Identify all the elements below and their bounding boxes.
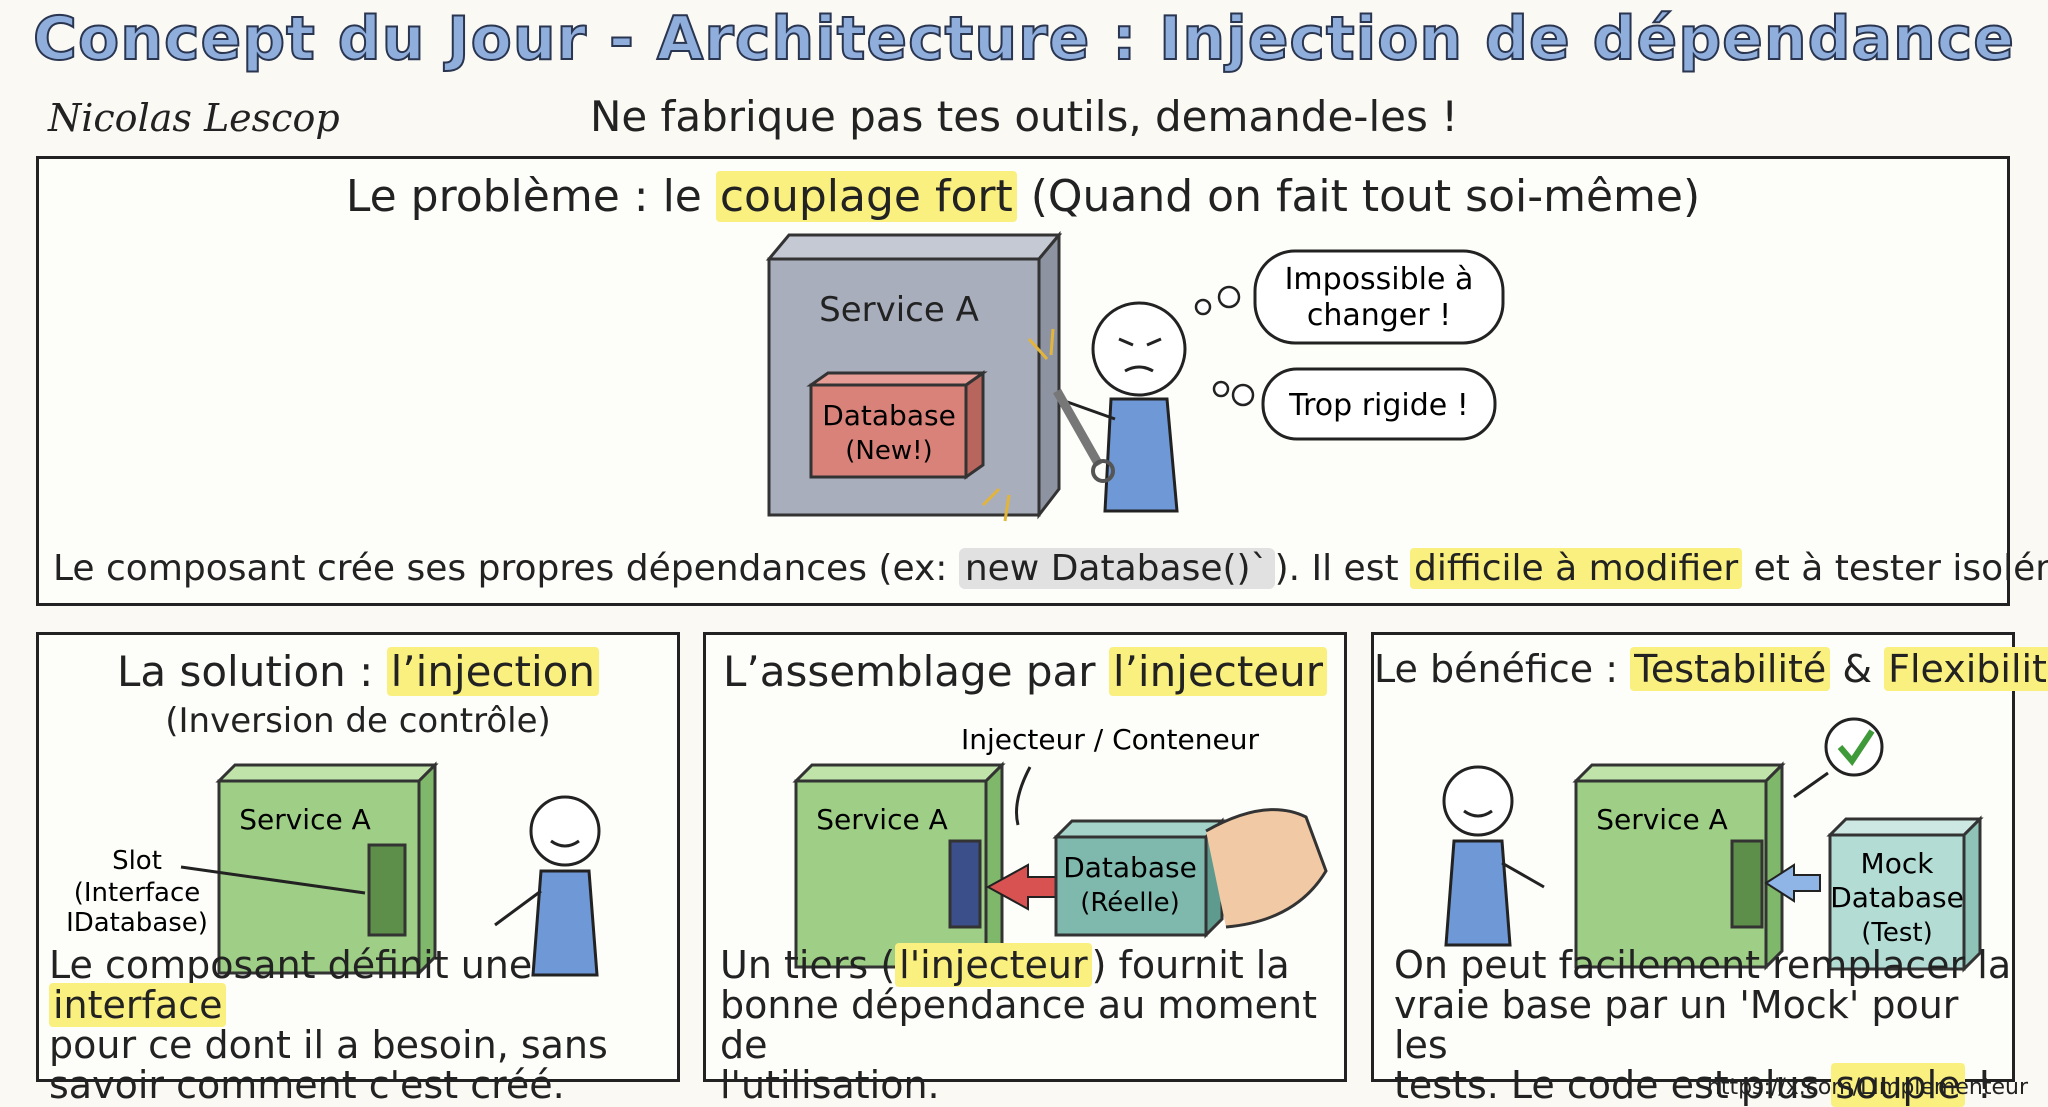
service-a-green-box: Service A [1572, 761, 1786, 971]
problem-title-prefix: Le problème : le [345, 171, 716, 222]
benefit-illustration: Service A Mock Database (Test) [1442, 717, 1984, 973]
service-a-green-box: Service A [215, 761, 439, 977]
solution-subtitle: (Inversion de contrôle) [165, 701, 551, 741]
solution-text-highlight: interface [49, 983, 227, 1027]
assembly-box-label: Service A [816, 803, 948, 836]
slot-arrow [180, 865, 366, 895]
interface-slot [948, 839, 982, 929]
thought-bubble-1: Impossible à changer ! [1194, 249, 1505, 345]
solution-illustration: Service A Slot (Interface IDatabase) [66, 761, 601, 977]
problem-db-label-1: Database [822, 399, 956, 432]
bubble1-line1: Impossible à [1285, 262, 1474, 297]
problem-caption-highlight: difficile à modifier [1410, 548, 1743, 589]
assembly-title-prefix: L’assemblage par [722, 647, 1109, 696]
interface-slot [1730, 839, 1764, 929]
solution-box-label: Service A [239, 803, 371, 836]
solution-text: Le composant définit une interface pour … [49, 945, 677, 1105]
problem-caption-3: et à tester isolément. [1753, 548, 2048, 589]
solution-title-prefix: La solution : [116, 647, 387, 696]
interface-slot [367, 843, 407, 937]
benefit-text-2: vraie base par un 'Mock' pour les [1394, 983, 1959, 1067]
mock-label-3: (Test) [1861, 918, 1933, 948]
service-a-green-box: Service A [792, 761, 1006, 971]
spark-icon [981, 328, 1055, 522]
page-subtitle: Ne fabrique pas tes outils, demande-les … [589, 92, 1459, 141]
assembly-text-2: ) fournit la [1091, 943, 1290, 987]
injector-label: Injecteur / Conteneur [961, 723, 1259, 756]
assembly-title-highlight: l’injecteur [1108, 647, 1328, 696]
problem-panel: Le problème : le couplage fort (Quand on… [36, 156, 2048, 606]
benefit-title: Le bénéfice : Testabilité & Flexibilité [1374, 647, 2048, 691]
author-signature: Nicolas Lescop [48, 96, 340, 140]
assembly-db-label-1: Database [1063, 851, 1197, 884]
problem-box-label: Service A [819, 290, 979, 330]
benefit-box-label: Service A [1596, 803, 1728, 836]
solution-text-3: savoir comment c'est créé. [49, 1063, 565, 1107]
assembly-text-highlight: l'injecteur [895, 943, 1092, 987]
problem-caption-code: new Database()` [958, 548, 1275, 589]
solution-panel: La solution : l’injection (Inversion de … [36, 632, 680, 1105]
mock-label-2: Database [1830, 881, 1964, 914]
assembly-panel: L’assemblage par l’injecteur Injecteur /… [703, 632, 1347, 1105]
slot-label-3: IDatabase) [66, 908, 208, 938]
check-arrow [1793, 771, 1829, 799]
problem-title-highlight: couplage fort [715, 171, 1017, 222]
slot-label-1: Slot [112, 846, 162, 876]
assembly-db-label-2: (Réelle) [1080, 888, 1180, 918]
problem-caption-1: Le composant crée ses propres dépendance… [53, 548, 959, 589]
slot-label-2: (Interface [74, 878, 201, 908]
database-real-box: Database (Réelle) [1052, 817, 1226, 939]
database-new-box: Database (New!) [806, 370, 988, 480]
benefit-title-amp: & [1830, 647, 1885, 691]
person-icon [494, 795, 601, 977]
problem-caption: Le composant crée ses propres dépendance… [53, 548, 2048, 589]
checkmark-icon [1824, 717, 1884, 777]
benefit-title-prefix: Le bénéfice : [1374, 647, 1631, 691]
benefit-title-highlight-2: Flexibilité [1884, 647, 2048, 691]
solution-title-highlight: l’injection [386, 647, 600, 696]
problem-db-label-2: (New!) [845, 436, 932, 466]
solution-text-1: Le composant définit une [49, 943, 533, 987]
thought-bubble-2: Trop rigide ! [1212, 367, 1497, 441]
assembly-title: L’assemblage par l’injecteur [706, 647, 1344, 696]
page-title: Concept du Jour - Architecture : Injecti… [32, 3, 2015, 75]
benefit-title-highlight-1: Testabilité [1630, 647, 1831, 691]
problem-illustration: Service A Database (New!) [765, 230, 1505, 522]
assembly-text: Un tiers (l'injecteur) fournit la bonne … [720, 943, 1344, 1107]
problem-title-suffix: (Quand on fait tout soi-même) [1016, 171, 1701, 222]
assembly-text-1: Un tiers ( [720, 943, 896, 987]
problem-caption-2: ). Il est [1274, 548, 1411, 589]
bubble2-text: Trop rigide ! [1288, 388, 1469, 423]
injector-arrow [1015, 766, 1032, 826]
person-icon [1442, 765, 1545, 947]
wrench-icon [1053, 388, 1115, 483]
assembly-illustration: Injecteur / Conteneur Service A Database… [792, 723, 1328, 971]
hand-icon [1205, 808, 1328, 929]
assembly-text-4: l'utilisation. [720, 1063, 940, 1107]
assembly-text-3: bonne dépendance au moment de [720, 983, 1318, 1067]
benefit-panel: Le bénéfice : Testabilité & Flexibilité … [1371, 632, 2048, 1107]
solution-text-2: pour ce dont il a besoin, sans [49, 1023, 608, 1067]
problem-title: Le problème : le couplage fort (Quand on… [39, 171, 2007, 222]
mock-database-box: Mock Database (Test) [1826, 815, 1984, 973]
bubble1-line2: changer ! [1307, 298, 1451, 333]
footer-url: https://x.com/LImplementeur [1706, 1075, 2028, 1100]
blue-arrow-icon [1764, 863, 1821, 903]
benefit-text-1: On peut facilement remplacer la [1394, 943, 2012, 987]
mock-label-1: Mock [1861, 847, 1935, 880]
solution-title: La solution : l’injection [39, 647, 677, 696]
angry-person-icon [1058, 301, 1187, 513]
